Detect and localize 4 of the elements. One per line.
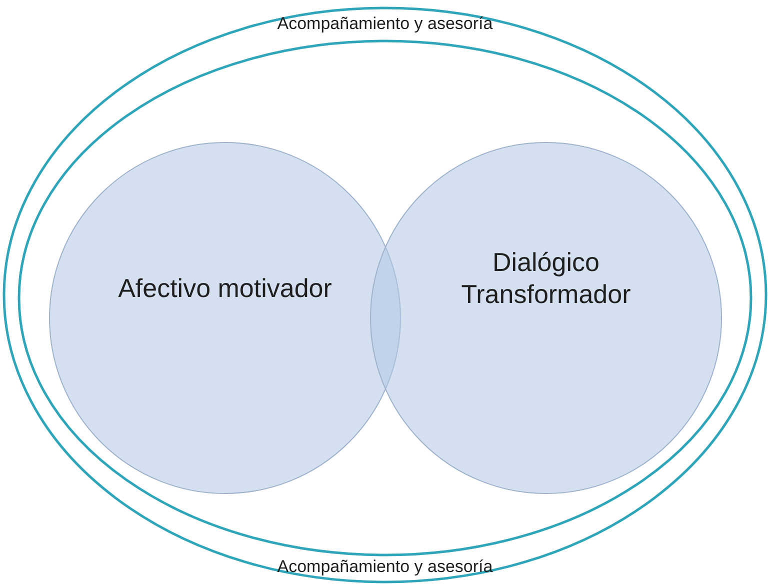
band-label: Acompañamiento y asesoría [276,557,494,577]
band-label: Acompañamiento y asesoría [276,14,494,34]
circle-label: Dialógico Transformador [460,246,632,310]
circle-label: Afectivo motivador [117,272,333,304]
